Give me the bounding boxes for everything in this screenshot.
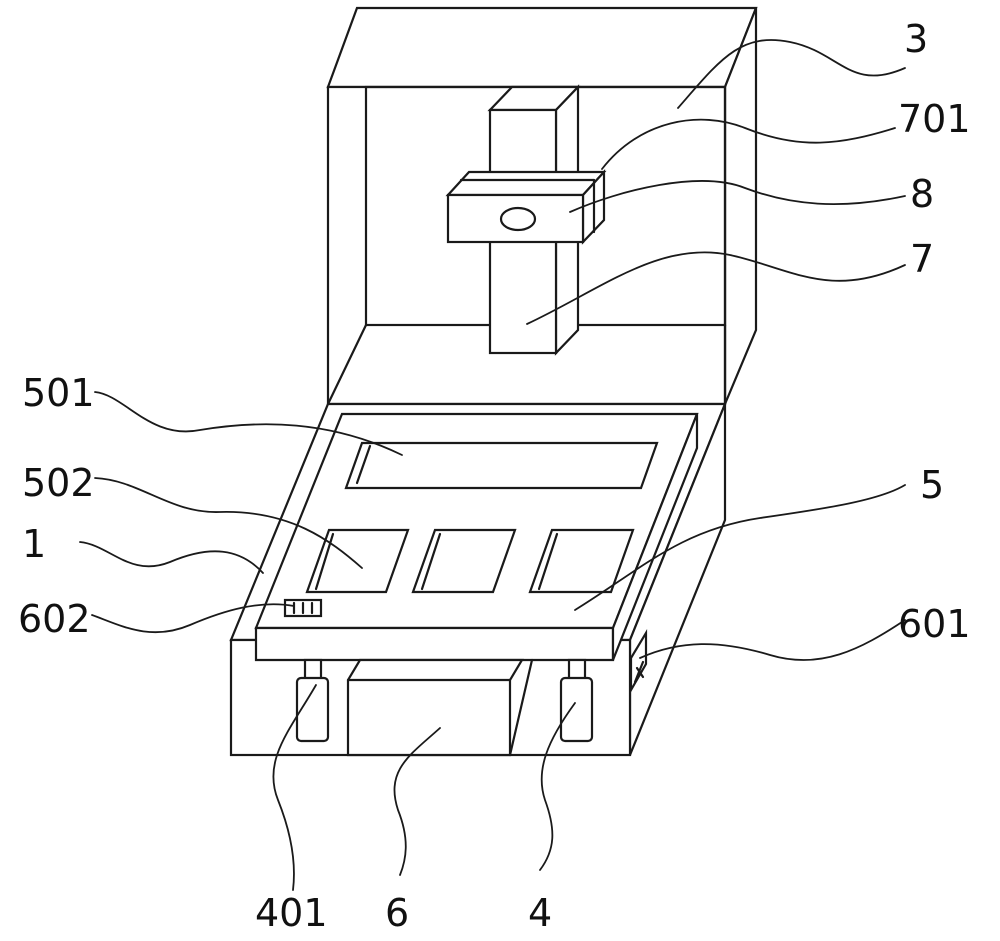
lens-icon xyxy=(499,206,537,232)
label-3: 3 xyxy=(904,17,928,61)
label-502: 502 xyxy=(22,461,95,505)
label-1: 1 xyxy=(22,522,46,566)
small-slot-right xyxy=(528,528,635,594)
side-socket xyxy=(629,629,648,695)
camera-head xyxy=(445,169,607,245)
right-cylinder xyxy=(559,658,594,743)
label-7: 7 xyxy=(910,237,934,281)
drawer xyxy=(346,658,534,757)
label-6: 6 xyxy=(385,891,409,935)
leader-lines xyxy=(79,39,906,891)
label-401: 401 xyxy=(255,891,328,935)
label-601: 601 xyxy=(898,602,971,646)
long-slot xyxy=(344,441,659,490)
small-slot-middle xyxy=(411,528,517,594)
top-panel xyxy=(254,412,699,662)
small-slot-left xyxy=(305,528,410,594)
reference-labels: 3 701 8 7 501 502 5 1 602 601 401 6 4 xyxy=(18,17,971,935)
label-602: 602 xyxy=(18,597,91,641)
label-4: 4 xyxy=(528,891,552,935)
label-501: 501 xyxy=(22,371,95,415)
label-701: 701 xyxy=(898,97,971,141)
label-5: 5 xyxy=(920,463,944,507)
label-8: 8 xyxy=(910,172,934,216)
left-cylinder xyxy=(295,658,330,743)
